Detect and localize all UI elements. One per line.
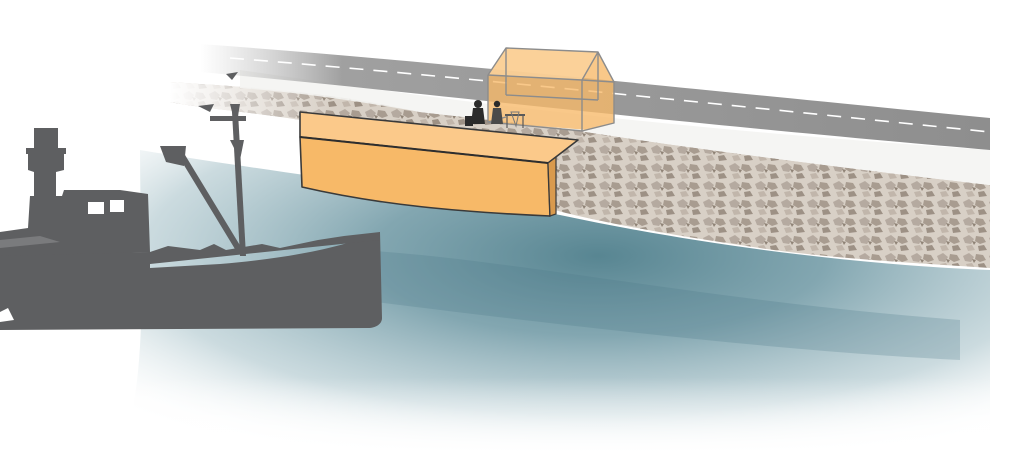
illustration-canvas [0,0,1015,453]
harbor-illustration [0,0,1015,453]
